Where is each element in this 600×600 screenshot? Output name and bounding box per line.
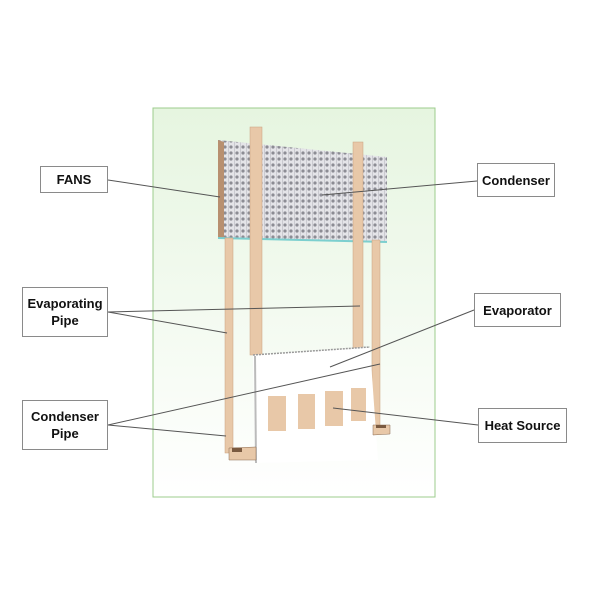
evaporator [252, 346, 378, 464]
pipe-foot-right-opening [376, 425, 386, 428]
condenser-pipe-left [249, 126, 263, 356]
label-heat-source: Heat Source [478, 408, 567, 443]
condenser-pipe-right [352, 141, 364, 349]
heat-source [268, 388, 366, 431]
label-evaporator: Evaporator [474, 293, 561, 327]
leader-lines [107, 179, 479, 437]
pipe-foot-left-opening [232, 448, 242, 452]
label-condenser: Condenser [477, 163, 555, 197]
label-fans: FANS [40, 166, 108, 193]
evaporating-pipe-left [224, 237, 234, 454]
